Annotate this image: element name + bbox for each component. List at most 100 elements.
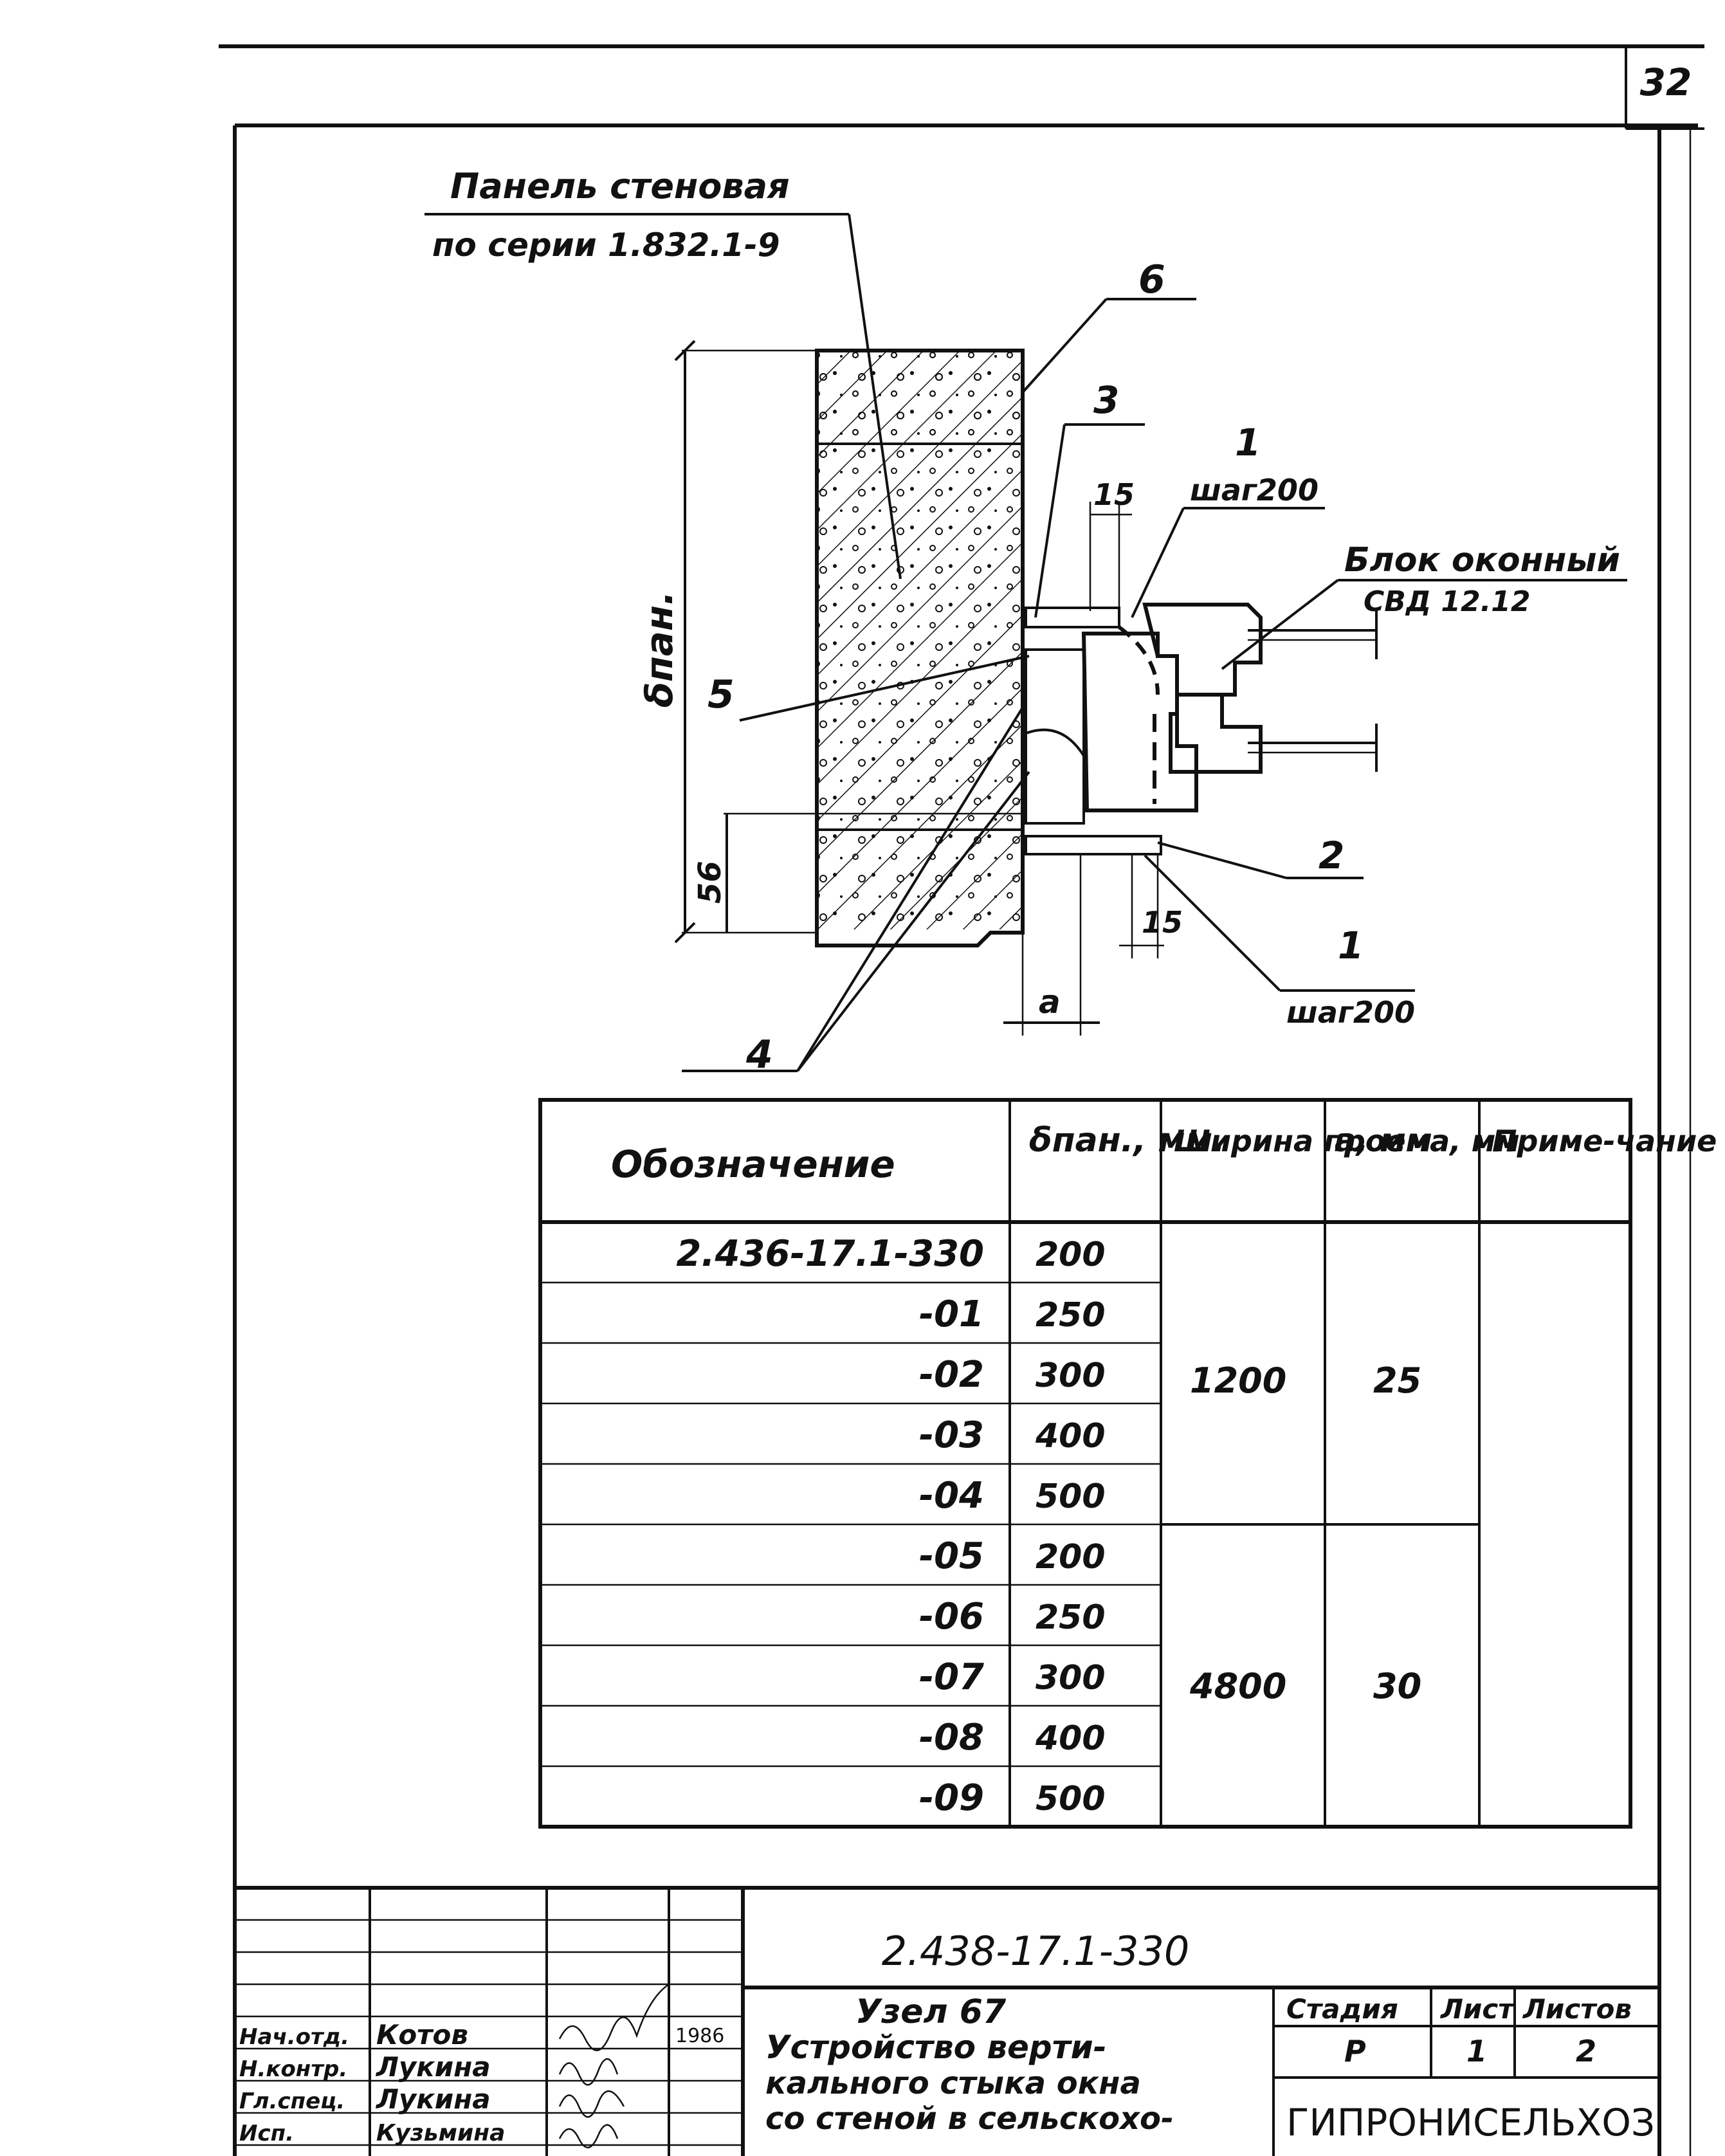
- table-row-thickness: 300: [1036, 1357, 1106, 1395]
- tb-name-2: Лукина: [375, 2083, 491, 2115]
- signature-3: [558, 2090, 625, 2118]
- table-row-thickness: 500: [1036, 1780, 1106, 1818]
- callout-2: 2: [1319, 834, 1344, 877]
- table-row-designation: -04: [919, 1475, 984, 1517]
- tb-sheets-label: Листов: [1522, 1993, 1632, 2025]
- callout-4-leader2: [796, 771, 1030, 1072]
- bottom-flashing: [1025, 835, 1162, 855]
- callout-1-top: 1: [1235, 421, 1261, 464]
- tb-role-2: Гл.спец.: [239, 2088, 345, 2114]
- dim-a-label: a: [1039, 983, 1061, 1021]
- tb-stage-value: Р: [1344, 2034, 1366, 2069]
- window-block: [1025, 603, 1378, 855]
- panel-label-line2: по серии 1.832.1-9: [432, 226, 780, 264]
- tb-title-line4: со стеной в сельскохо-: [765, 2101, 1174, 2137]
- callout-1-bottom-leader: [1144, 854, 1281, 992]
- callout-3-leader: [1034, 424, 1066, 618]
- table-row-designation: 2.436-17.1-330: [676, 1233, 984, 1275]
- table-row-designation: -05: [919, 1535, 984, 1577]
- callout-4-leader1: [796, 706, 1024, 1072]
- dim-15-bottom: 15: [1142, 905, 1183, 940]
- group1-width: 1200: [1190, 1360, 1286, 1401]
- dim-b-pan-label: δпан.: [637, 591, 681, 708]
- dim-56-label: 56: [692, 861, 728, 904]
- tb-name-3: Кузьмина: [376, 2120, 505, 2146]
- wall-panel-aggregate: [817, 351, 1023, 929]
- table-header-note: Приме-чание: [1492, 1124, 1717, 1158]
- table-row-designation: -02: [919, 1354, 984, 1396]
- title-block: 2.438-17.1-330 Узел 67 Устройство верти-…: [235, 1886, 1659, 2156]
- sash-top: [1142, 603, 1263, 697]
- table-header-designation: Обозначение: [611, 1142, 895, 1186]
- table-row-thickness: 300: [1036, 1659, 1106, 1697]
- signature-2: [558, 2058, 619, 2086]
- wall-top-layer: [817, 351, 1023, 444]
- callout-6: 6: [1138, 257, 1165, 302]
- section-detail: Панель стеновая по серии 1.832.1-9 δпан.…: [424, 166, 1627, 1077]
- callout-3: 3: [1093, 378, 1119, 422]
- group1-a: 25: [1373, 1360, 1421, 1401]
- tb-sheets-value: 2: [1576, 2034, 1596, 2069]
- callout-1-top-spacing: шаг200: [1190, 473, 1319, 507]
- tb-year: 1986: [675, 2025, 724, 2047]
- table-row-thickness: 250: [1036, 1598, 1106, 1637]
- tb-name-0: Котов: [376, 2019, 468, 2051]
- callout-5-leader: [739, 655, 1030, 722]
- table-row-thickness: 400: [1035, 1719, 1106, 1758]
- sealant-curve: [1118, 625, 1160, 695]
- callout-1-top-leader: [1131, 507, 1185, 618]
- dim-15-top: 15: [1093, 477, 1135, 512]
- callout-1-bottom-spacing: шаг200: [1286, 995, 1415, 1030]
- tb-stage-label: Стадия: [1286, 1993, 1398, 2025]
- tb-name-1: Лукина: [375, 2051, 491, 2083]
- window-frame-profile: [1081, 632, 1198, 812]
- table-row-designation: -03: [919, 1414, 984, 1456]
- top-flashing: [1025, 607, 1120, 628]
- tb-title-line2: Устройство верти-: [765, 2029, 1106, 2066]
- table-row-thickness: 250: [1036, 1296, 1106, 1335]
- window-label-line1: Блок оконный: [1344, 541, 1620, 580]
- page-number: 32: [1640, 60, 1692, 104]
- tb-sheet-value: 1: [1466, 2034, 1487, 2069]
- seal-gasket: [1025, 648, 1085, 825]
- callout-1-bottom: 1: [1338, 924, 1364, 967]
- table-row-thickness: 400: [1035, 1417, 1106, 1456]
- group2-width: 4800: [1189, 1666, 1286, 1706]
- tb-title-line3: кального стыка окна: [765, 2065, 1141, 2101]
- table-row-designation: -08: [919, 1717, 984, 1759]
- table-header-thickness: δпан., мм.: [1029, 1121, 1225, 1160]
- designation-table: Обозначение δпан., мм. Ширина проема, мм…: [538, 1098, 1717, 1829]
- table-row-designation: -09: [919, 1777, 984, 1819]
- callout-2-leader: [1157, 841, 1287, 879]
- signature-4: [558, 2124, 619, 2148]
- table-row-thickness: 200: [1036, 1538, 1106, 1576]
- table-row-designation: -01: [919, 1293, 984, 1335]
- tb-code: 2.438-17.1-330: [882, 1928, 1190, 1975]
- callout-6-leader: [1021, 298, 1108, 394]
- panel-label-line1: Панель стеновая: [450, 166, 790, 206]
- tb-role-3: Исп.: [239, 2121, 294, 2146]
- table-row-designation: -07: [919, 1656, 984, 1698]
- tb-title-line1: Узел 67: [855, 1993, 1007, 2031]
- group2-a: 30: [1373, 1666, 1421, 1706]
- table-header-width: Ширина проема, мм: [1174, 1124, 1520, 1158]
- dim-tick-bottom: [674, 922, 696, 944]
- tb-role-1: Н.контр.: [239, 2056, 347, 2082]
- signature-1: [558, 1983, 670, 2051]
- table-row-designation: -06: [919, 1596, 984, 1638]
- window-label-line2: СВД 12.12: [1364, 585, 1531, 618]
- tb-org: ГИПРОНИСЕЛЬХОЗ: [1286, 2101, 1655, 2144]
- wall-panel-outline: [815, 349, 1025, 947]
- sash-bottom: [1175, 693, 1263, 774]
- table-header-a: a, мм: [1335, 1122, 1432, 1159]
- seal-divider: [1025, 728, 1085, 757]
- callout-5: 5: [707, 672, 735, 717]
- table-row-thickness: 500: [1036, 1477, 1106, 1516]
- table-row-thickness: 200: [1036, 1236, 1106, 1274]
- dim-tick-top: [674, 340, 696, 361]
- tb-role-0: Нач.отд.: [239, 2024, 349, 2050]
- window-leader: [1221, 579, 1339, 670]
- tb-sheet-label: Лист: [1439, 1993, 1515, 2025]
- table-rows: 2.436-17.1-330 200 -01 250 -02 300 -03 400 -04 50…: [540, 1233, 1161, 1819]
